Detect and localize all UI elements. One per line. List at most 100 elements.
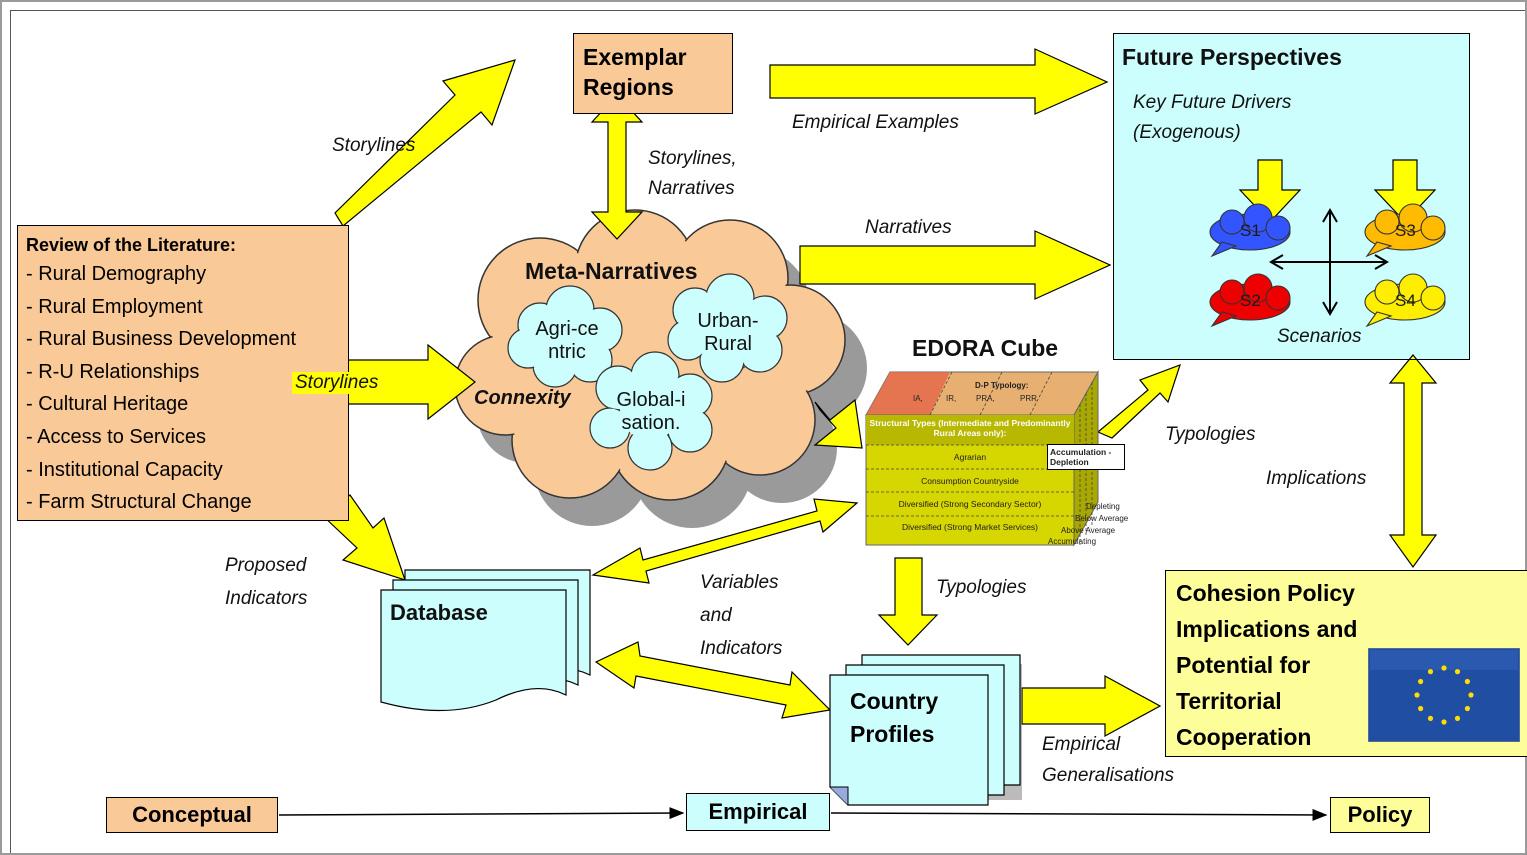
- literature-topics-list: - Rural Demography - Rural Employment - …: [26, 258, 348, 519]
- eu-star-icon: [1414, 692, 1420, 698]
- label-proposed-1: Proposed: [225, 555, 307, 576]
- label-variables-1: Variables: [700, 572, 779, 593]
- literature-topic: - Access to Services: [26, 425, 207, 448]
- label-storylines-narratives-1: Storylines,: [648, 148, 737, 169]
- stage-conceptual-label: Conceptual: [132, 802, 252, 827]
- arrow-storylines-narratives: [590, 94, 644, 240]
- cube-row: Diversified (Strong Market Services): [901, 522, 1039, 532]
- label-implications: Implications: [1266, 468, 1367, 489]
- label-variables-2: and: [700, 605, 732, 626]
- cube-row: Consumption Countryside: [921, 476, 1019, 486]
- country-profiles-title: Country Profiles: [850, 688, 939, 747]
- exemplar-regions-title: Exemplar Regions: [583, 44, 687, 100]
- stage-policy-box: Policy: [1330, 797, 1430, 833]
- label-empirical-examples: Empirical Examples: [792, 112, 959, 133]
- cube-front-face: Structural Types (Intermediate and Predo…: [866, 415, 1074, 545]
- scenario-s1-label: S1: [1240, 221, 1261, 240]
- key-future-drivers-label: Key Future Drivers (Exogenous): [1133, 92, 1292, 143]
- label-empirical-gen-2: Generalisations: [1042, 765, 1175, 786]
- literature-topic: - Rural Demography: [26, 263, 207, 285]
- cube-row: Agrarian: [953, 452, 987, 462]
- literature-topic: - R-U Relationships: [26, 360, 200, 383]
- globalisation-label: Global-isation.: [616, 389, 686, 434]
- edora-cube-graphic: [865, 370, 1099, 547]
- arrow-database-cube: [591, 498, 859, 584]
- cohesion-line: Implications and: [1176, 616, 1358, 642]
- stage-empirical-label: Empirical: [708, 799, 808, 824]
- literature-review-title: Review of the Literature:: [26, 235, 237, 255]
- exemplar-regions-box: Exemplar Regions: [573, 33, 733, 114]
- scenarios-label: Scenarios: [1277, 326, 1362, 347]
- literature-topic: - Rural Employment: [26, 295, 203, 318]
- eu-star-icon: [1464, 678, 1470, 685]
- arrow-narratives: [799, 230, 1112, 300]
- scenario-s4-label: S4: [1395, 291, 1416, 310]
- cube-row: Diversified (Strong Secondary Sector): [898, 499, 1042, 509]
- eu-star-icon: [1427, 715, 1434, 721]
- agri-centric-label: Agri-centric: [535, 318, 599, 363]
- stage-empirical-box: Empirical: [686, 793, 830, 831]
- country-profiles-stack: [829, 654, 1022, 806]
- literature-topic: - Rural Business Development: [26, 328, 297, 351]
- arrow-country-to-cohesion: [1021, 674, 1162, 738]
- label-storylines-top: Storylines: [332, 135, 416, 156]
- inner-frame: [10, 10, 1525, 853]
- dp-ir: IR,: [946, 394, 957, 403]
- database-title: Database: [390, 600, 488, 625]
- arrow-storylines-to-exemplar: [334, 59, 516, 227]
- cohesion-line: Cooperation: [1176, 724, 1312, 750]
- arrow-implications: [1388, 354, 1438, 569]
- edora-cube-title: EDORA Cube: [912, 335, 1059, 361]
- future-perspectives-box: [1113, 33, 1470, 360]
- accumulation-depletion-label: Accumulation - Depletion: [1047, 444, 1125, 470]
- arrow-cube-to-country: [877, 557, 939, 646]
- dp-pra: PRA,: [976, 394, 995, 403]
- eu-flag-icon: [1368, 648, 1520, 742]
- arrow-empirical-examples: [769, 48, 1109, 115]
- urban-rural-label: Urban-Rural: [697, 310, 759, 355]
- scenario-axes: [1269, 208, 1389, 316]
- scenario-s4-cloud: [1364, 273, 1446, 328]
- label-storylines-narratives-2: Narratives: [648, 178, 735, 199]
- label-typologies-right: Typologies: [1165, 424, 1256, 445]
- future-perspectives-title: Future Perspectives: [1122, 44, 1342, 70]
- label-variables-3: Indicators: [700, 638, 783, 659]
- label-storylines-mid: Storylines: [292, 372, 382, 394]
- scenario-s3-label: S3: [1395, 221, 1416, 240]
- eu-star-icon: [1454, 715, 1461, 721]
- eu-star-icon: [1418, 705, 1424, 712]
- scenario-s1-cloud: [1209, 203, 1291, 258]
- meta-narratives-title: Meta-Narratives: [525, 258, 698, 284]
- cube-side-label: Accumulating: [1048, 537, 1097, 546]
- scenario-s2-label: S2: [1240, 291, 1261, 310]
- dp-typology-label: D-P Typology:: [975, 381, 1029, 390]
- literature-topic: - Cultural Heritage: [26, 393, 189, 416]
- dp-prr: PRR: [1020, 394, 1037, 403]
- stage-policy-label: Policy: [1347, 802, 1413, 827]
- cube-side-label: Depleting: [1086, 502, 1120, 511]
- connexity-label: Connexity: [474, 387, 571, 409]
- driver-arrow-left: [1238, 159, 1302, 223]
- eu-star-icon: [1441, 665, 1447, 671]
- cohesion-line: Potential for: [1176, 652, 1311, 678]
- cohesion-line: Territorial: [1176, 688, 1282, 714]
- scenario-s2-cloud: [1209, 273, 1291, 328]
- eu-star-icon: [1464, 705, 1470, 712]
- meta-narratives-cloud: [454, 209, 867, 528]
- scenario-s3-cloud: [1364, 203, 1446, 258]
- literature-topic: - Institutional Capacity: [26, 458, 223, 481]
- stage-conceptual-box: Conceptual: [106, 797, 278, 833]
- literature-topic: - Farm Structural Change: [26, 491, 252, 514]
- eu-star-icon: [1454, 669, 1461, 675]
- eu-star-icon: [1441, 719, 1447, 725]
- eu-star-icon: [1418, 678, 1424, 685]
- label-empirical-gen-1: Empirical: [1042, 734, 1121, 755]
- eu-star-icon: [1427, 669, 1434, 675]
- cohesion-line: Cohesion Policy: [1176, 580, 1355, 606]
- cube-side-label: Below Average: [1075, 514, 1129, 523]
- label-proposed-2: Indicators: [225, 588, 308, 609]
- structural-types-header: Structural Types (Intermediate and Predo…: [869, 418, 1071, 438]
- cube-side-label: Above Average: [1061, 526, 1116, 535]
